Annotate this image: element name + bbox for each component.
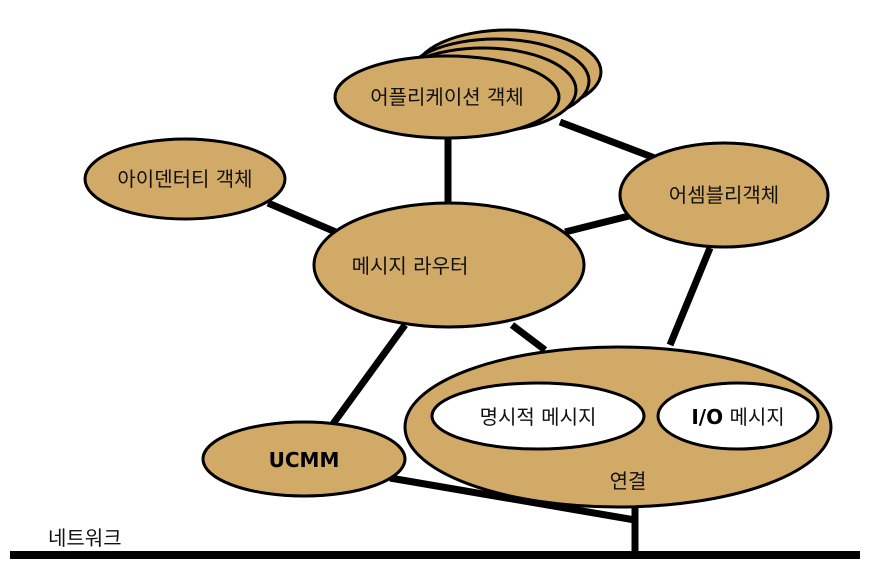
application-object-stack: 어플리케이션 객체 (333, 28, 603, 140)
link-ucmm-network (389, 474, 636, 524)
link-router-ucmm (327, 322, 408, 431)
link-identity-router (266, 199, 347, 240)
explicit-message-node (430, 381, 646, 451)
message-router-label: 메시지 라우터 (352, 254, 469, 278)
ucmm-node (201, 420, 407, 498)
network-label: 네트워크 (48, 526, 122, 550)
connection-label: 연결 (610, 469, 647, 493)
explicit-message-label: 명시적 메시지 (480, 405, 597, 429)
link-application-assembly (558, 118, 662, 164)
identity-object-label: 아이덴터티 객체 (117, 167, 252, 191)
link-assembly-connection (666, 246, 714, 347)
io-message-suffix: 메시지 (723, 405, 785, 429)
assembly-object-label: 어셈블리객체 (669, 183, 779, 207)
identity-object: 아이덴터티 객체 (83, 137, 287, 221)
link-router-connection (509, 322, 548, 353)
message-router: 메시지 라우터 (312, 201, 586, 329)
io-message-label: I/O 메시지 (691, 405, 784, 429)
io-message-prefix: I/O (691, 405, 723, 429)
identity-object-node (83, 137, 287, 221)
ucmm-label: UCMM (269, 448, 340, 472)
network-bus (10, 551, 860, 559)
assembly-object-node (618, 141, 830, 249)
application-object-node (333, 54, 561, 140)
io-message-node (656, 381, 820, 451)
connection-group: 명시적 메시지 I/O 메시지 연결 (403, 345, 833, 509)
message-router-node (312, 201, 586, 329)
application-object-label: 어플리케이션 객체 (370, 85, 524, 109)
assembly-object: 어셈블리객체 (618, 141, 830, 249)
ucmm: UCMM (201, 420, 407, 498)
